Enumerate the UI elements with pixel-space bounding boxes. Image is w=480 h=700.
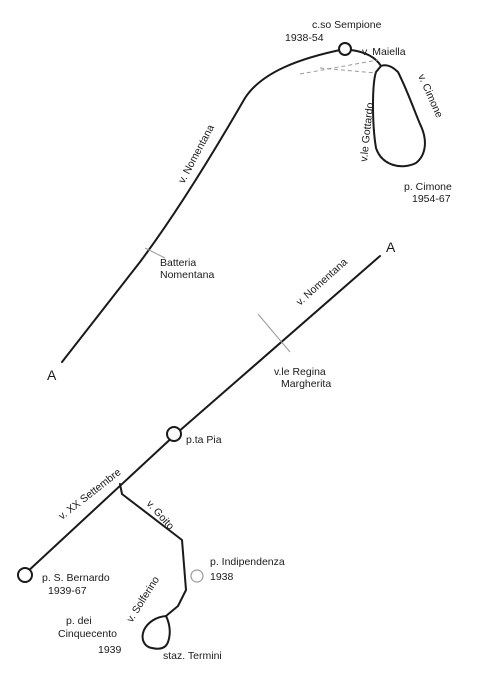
label-a-right: A xyxy=(386,239,396,255)
terminus-san-bernardo xyxy=(17,567,33,583)
label-porta-pia: p.ta Pia xyxy=(186,434,222,446)
label-piazza-indipendenza: p. Indipendenza xyxy=(210,556,285,568)
label-batteria-nomentana: Nomentana xyxy=(160,269,214,281)
label-via-nomentana-lower: v. Nomentana xyxy=(294,256,350,308)
label-margherita: Margherita xyxy=(281,378,331,390)
label-piazza-cimone: p. Cimone xyxy=(404,181,452,193)
label-a-left: A xyxy=(47,367,57,383)
route-nomentana-upper xyxy=(61,48,346,363)
dashed-connector-1 xyxy=(299,59,379,75)
label-via-solferino: v. Solferino xyxy=(124,574,162,624)
dashed-connector-2 xyxy=(319,67,377,74)
terminus-indipendenza xyxy=(190,569,204,583)
label-piazza-san-bernardo-years: 1939-67 xyxy=(48,585,87,597)
route-cinquecento-loop xyxy=(141,615,171,650)
label-batteria: Batteria xyxy=(160,257,196,269)
label-piazza-cimone-years: 1954-67 xyxy=(412,193,451,205)
label-stazione-termini: staz. Termini xyxy=(163,650,222,662)
cross-street-regina-margherita xyxy=(257,313,291,353)
label-corso-sempione: c.so Sempione xyxy=(312,19,382,31)
cross-street-batteria xyxy=(144,247,166,259)
label-via-maiella: v. Maiella xyxy=(362,46,406,58)
label-viale-regina: v.le Regina xyxy=(274,366,326,378)
route-cimone-loop xyxy=(350,49,426,168)
label-corso-sempione-years: 1938-54 xyxy=(285,32,324,44)
label-piazza-dei: p. dei xyxy=(66,615,92,627)
terminus-corso-sempione xyxy=(338,42,352,56)
terminus-porta-pia xyxy=(166,426,182,442)
label-cinquecento-years: 1939 xyxy=(98,644,122,656)
label-piazza-san-bernardo: p. S. Bernardo xyxy=(42,572,110,584)
route-nomentana-lower xyxy=(25,255,381,574)
route-goito-solferino xyxy=(119,483,187,617)
label-piazza-indipendenza-years: 1938 xyxy=(210,571,234,583)
label-via-cimone: v. Cimone xyxy=(415,72,445,119)
label-cinquecento: Cinquecento xyxy=(58,628,117,640)
